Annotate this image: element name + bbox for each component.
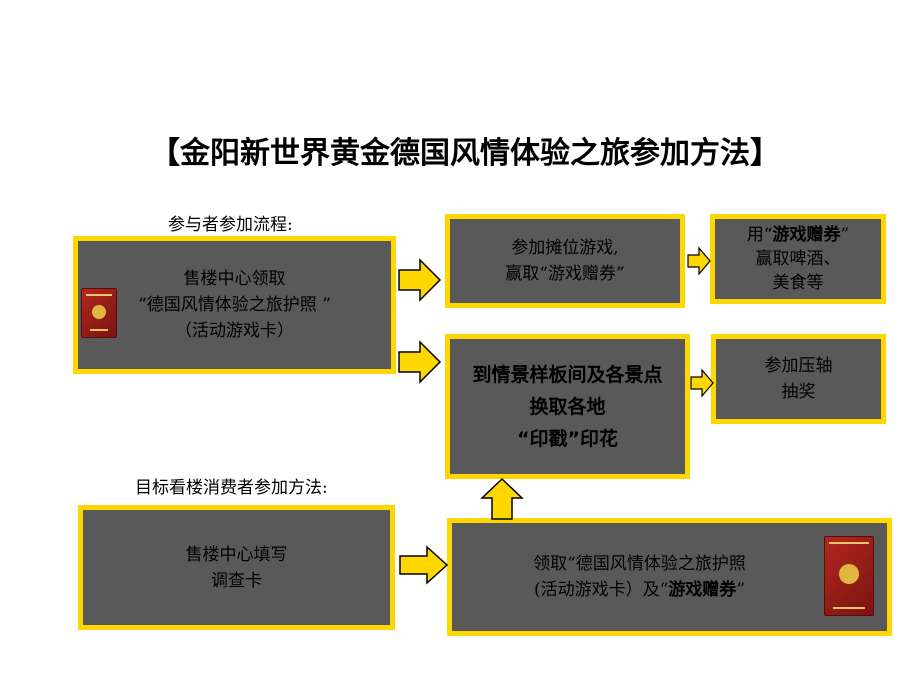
receive-suffix: ” — [736, 580, 746, 600]
receive-line-2: (活动游戏卡）及“游戏赠券” — [534, 577, 745, 603]
target-consumer-label: 目标看楼消费者参加方法: — [135, 478, 328, 498]
arrow-right-icon — [398, 258, 442, 302]
coupon-line-3: 美食等 — [772, 273, 824, 293]
coupon-prefix: 用“ — [746, 225, 773, 245]
collect-line-3: （活动游戏卡） — [175, 321, 294, 341]
receive-line-1: 领取“德国风情体验之旅护照 — [533, 554, 746, 574]
arrow-right-icon — [687, 246, 711, 276]
page-title: 【金阳新世界黄金德国风情体验之旅参加方法】 — [150, 136, 780, 171]
coupon-line-1: 用“游戏赠券” — [747, 223, 849, 247]
survey-card-box: 售楼中心填写 调查卡 — [78, 505, 395, 630]
arrow-right-icon — [398, 340, 442, 384]
collect-line-1: 售楼中心领取 — [183, 269, 286, 289]
coupon-bold-text: 游戏赠券 — [772, 225, 841, 245]
stamp-line-2: 换取各地 — [529, 395, 606, 418]
booth-line-1: 参加摊位游戏, — [511, 238, 619, 258]
participant-flow-label: 参与者参加流程: — [168, 215, 293, 235]
coupon-suffix: ” — [840, 225, 850, 245]
receive-prefix: (活动游戏卡）及“ — [533, 580, 669, 600]
receive-bold-text: 游戏赠券 — [668, 580, 737, 600]
passport-icon — [824, 536, 874, 616]
coupon-line-2: 赢取啤酒、 — [755, 249, 841, 269]
collect-line-2: “德国风情体验之旅护照 ” — [138, 295, 331, 315]
survey-line-1: 售楼中心填写 — [185, 544, 288, 565]
stamp-line-1: 到情景样板间及各景点 — [472, 363, 663, 386]
booth-game-box: 参加摊位游戏, 赢取“游戏赠券” — [445, 214, 685, 308]
stamp-collection-box: 到情景样板间及各景点 换取各地 “印戳”印花 — [445, 334, 690, 479]
lottery-box: 参加压轴 抽奖 — [711, 334, 886, 424]
lottery-line-1: 参加压轴 — [764, 356, 833, 376]
receive-passport-box: 领取“德国风情体验之旅护照 (活动游戏卡）及“游戏赠券” — [447, 518, 892, 636]
booth-line-2: 赢取“游戏赠券” — [505, 264, 625, 284]
arrow-right-icon — [690, 368, 714, 398]
survey-line-2: 调查卡 — [211, 570, 262, 591]
arrow-up-icon — [480, 477, 524, 520]
collect-passport-box: 售楼中心领取 “德国风情体验之旅护照 ” （活动游戏卡） — [73, 236, 396, 374]
lottery-line-2: 抽奖 — [781, 382, 816, 402]
stamp-line-3: “印戳”印花 — [517, 427, 618, 450]
arrow-right-icon — [399, 545, 449, 585]
use-coupon-box: 用“游戏赠券” 赢取啤酒、 美食等 — [710, 214, 886, 304]
passport-icon — [81, 288, 117, 338]
